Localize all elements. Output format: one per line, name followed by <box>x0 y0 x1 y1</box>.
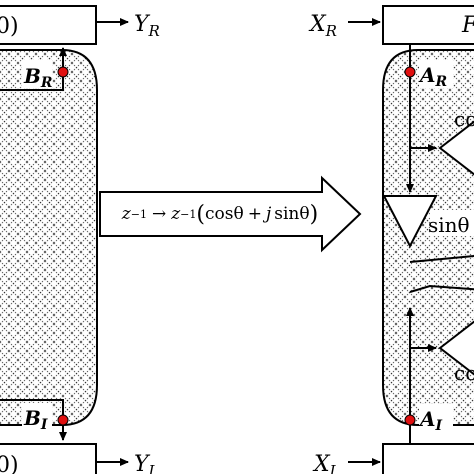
node-br <box>57 66 69 78</box>
gain-cos-top <box>438 120 474 176</box>
node-ar <box>404 66 416 78</box>
gain-cos-bottom-label: co <box>454 361 474 385</box>
node-label-ar: AR <box>418 63 447 90</box>
left-top-box-text: 0) <box>0 14 19 39</box>
node-label-br: BR <box>23 64 53 91</box>
left-bottom-box <box>0 443 97 474</box>
input-label-xr: XR <box>308 12 337 40</box>
left-bottom-feed-line <box>0 399 64 418</box>
gain-cos-bottom <box>438 320 474 376</box>
node-label-bi: BI <box>23 406 48 433</box>
left-top-feed-line <box>0 72 64 91</box>
right-bottom-box <box>382 443 474 474</box>
left-hatched-region <box>0 49 98 426</box>
output-label-yr: YR <box>134 12 160 40</box>
left-block: 0) 0) YR YI BR BI <box>0 5 160 474</box>
gain-sin-label: sinθ <box>428 213 470 237</box>
gain-cos-top-label: co <box>454 107 474 131</box>
gain-sin-mid <box>382 195 438 249</box>
left-bottom-box-text: 0) <box>0 453 19 474</box>
transform-arrow <box>99 175 362 253</box>
node-bi <box>57 414 69 426</box>
right-block: F XR XI co sinθ co AR AI <box>308 5 474 474</box>
right-top-box-text: F <box>461 13 474 38</box>
node-ai <box>404 414 416 426</box>
right-top-box <box>382 5 474 45</box>
left-top-box <box>0 5 97 45</box>
output-label-yi: YI <box>134 452 156 474</box>
node-label-ai: AI <box>418 407 443 434</box>
input-label-xi: XI <box>312 452 337 474</box>
cross-path-upper <box>409 254 474 263</box>
cross-path-lower <box>409 284 474 293</box>
